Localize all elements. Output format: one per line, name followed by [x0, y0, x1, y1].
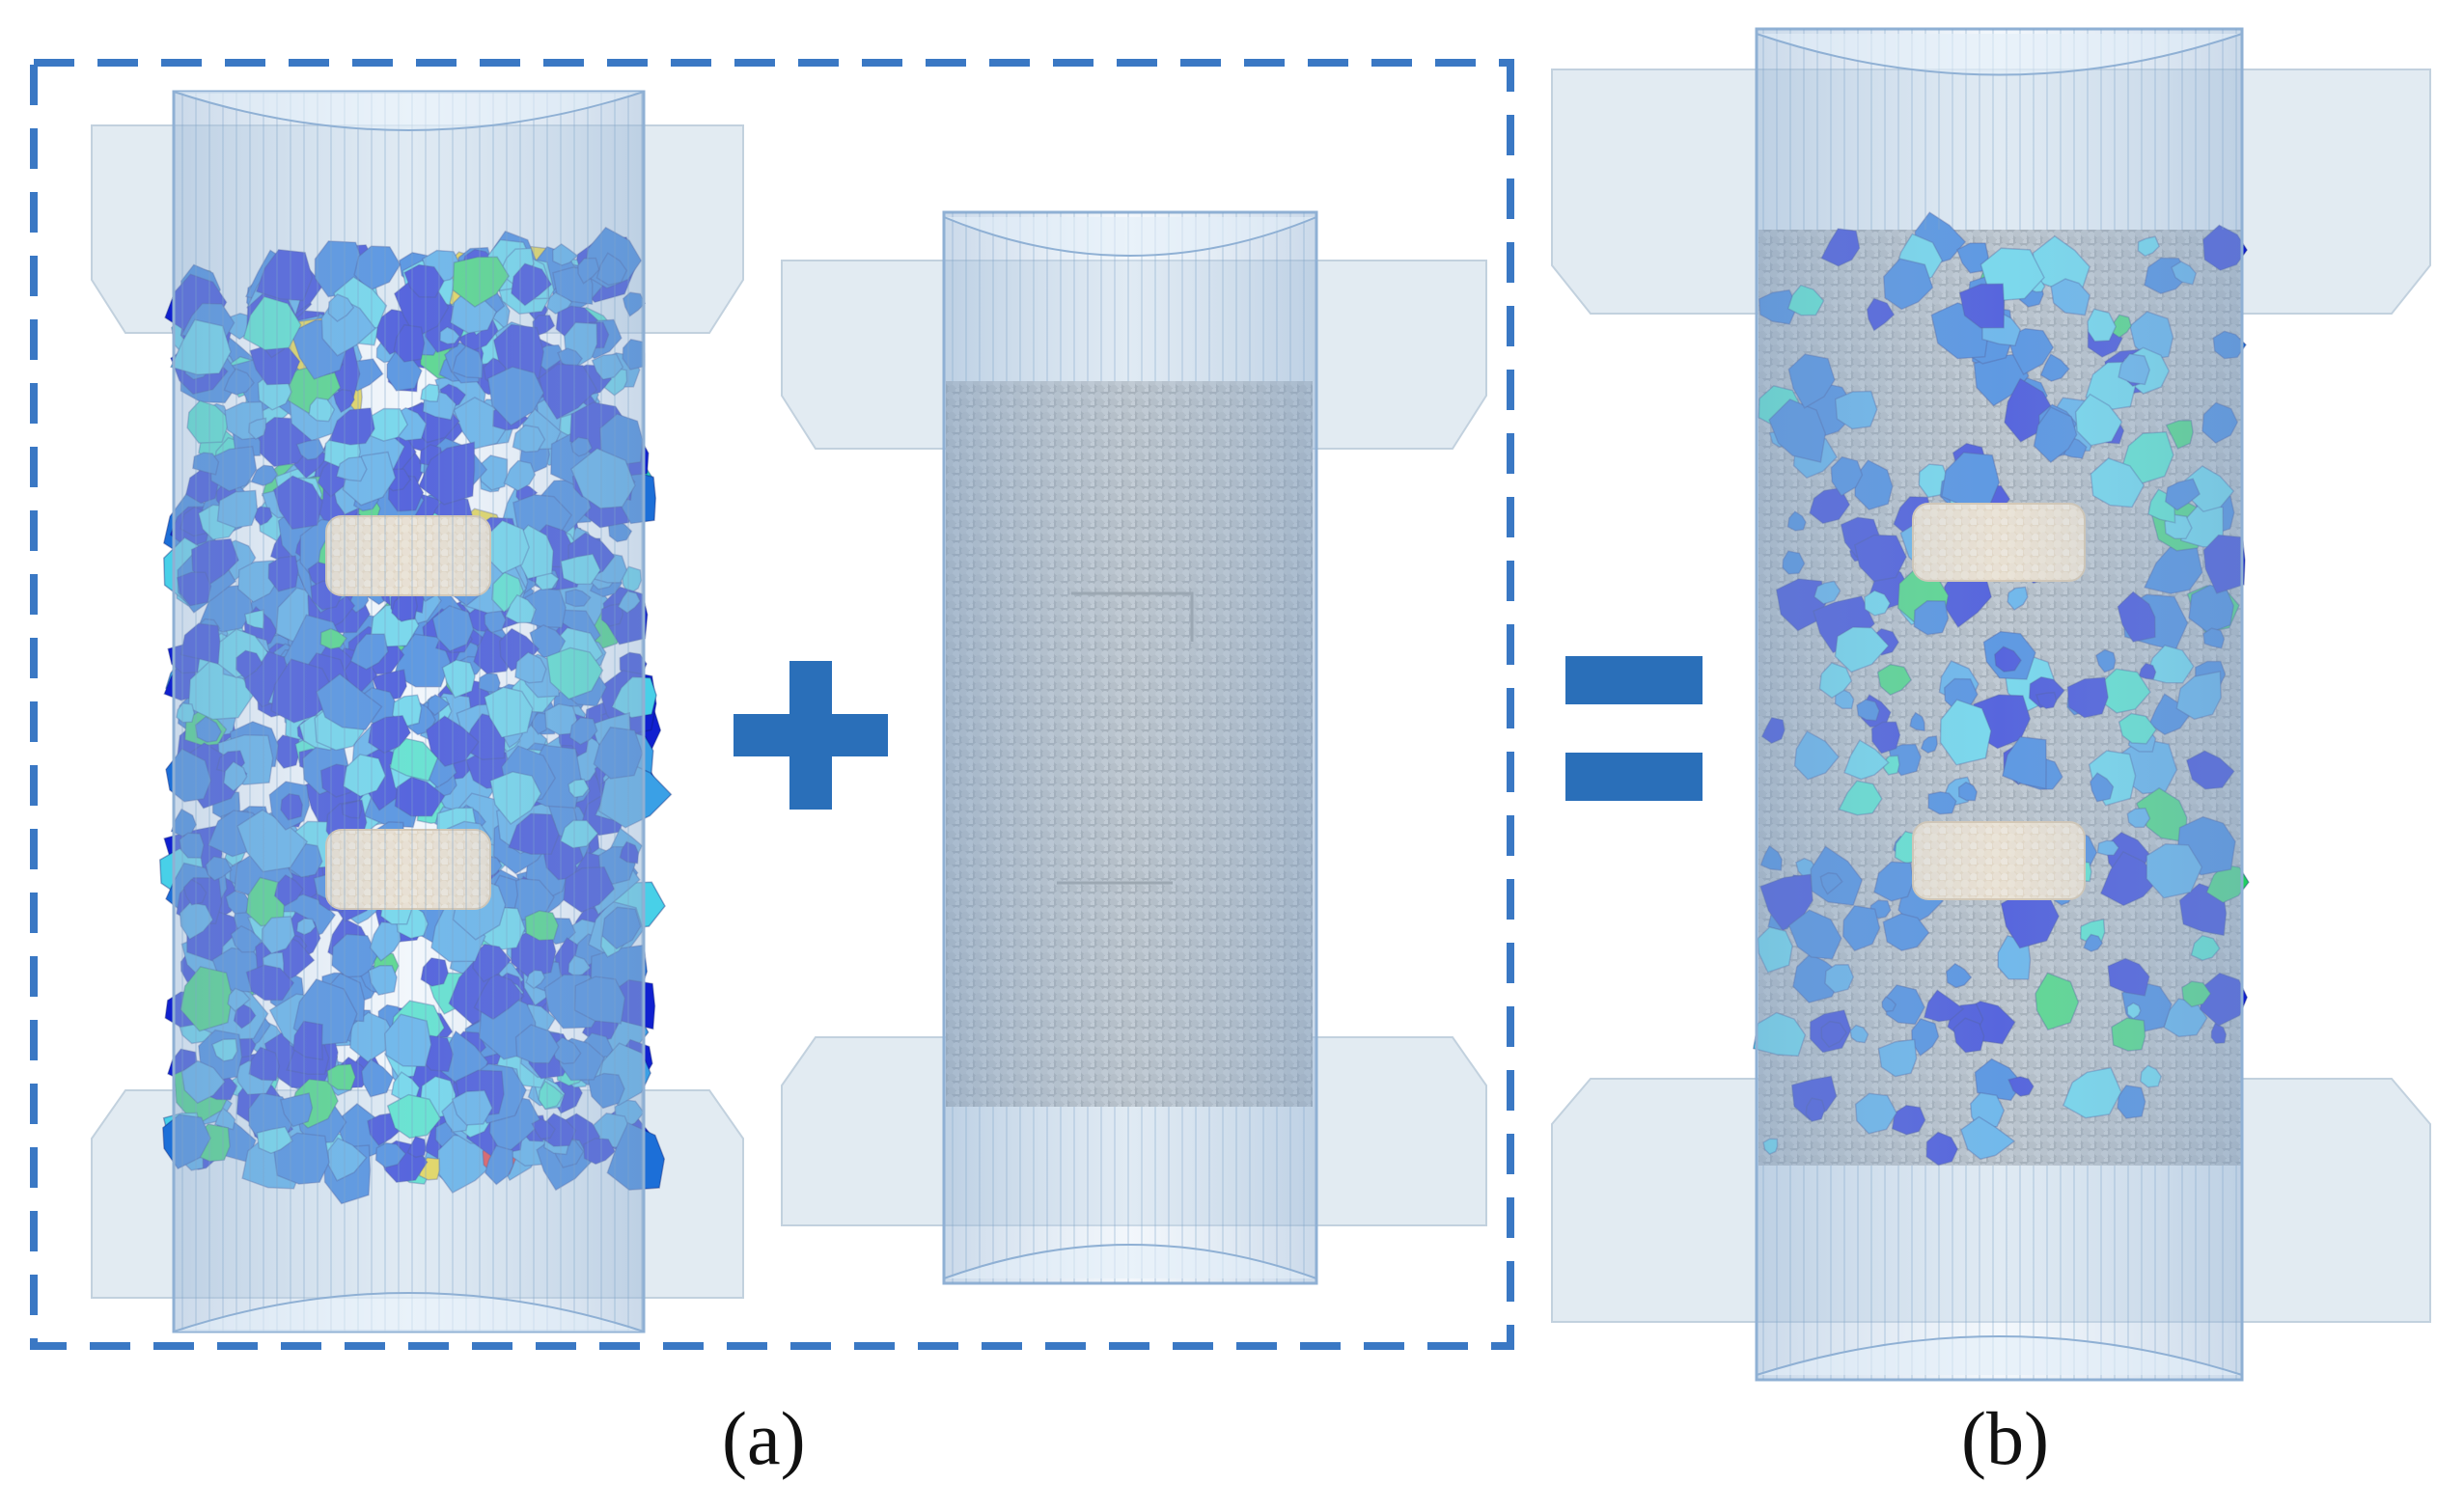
cylinder-top-cap — [173, 91, 645, 131]
plus-operator — [734, 661, 888, 810]
cylinder-bottom-cap — [943, 1244, 1317, 1279]
cylinder-shell — [1755, 27, 2244, 1382]
equals-operator — [1565, 656, 1703, 801]
cylinder-bottom-cap — [173, 1292, 645, 1332]
cylinder-top-cap — [943, 216, 1317, 257]
aggregate-specimen — [91, 90, 744, 1333]
cylinder-shell — [942, 210, 1318, 1285]
panel-a-label: (a) — [722, 1396, 806, 1480]
dashed-frame — [30, 59, 1514, 1350]
combined-specimen — [1551, 27, 2431, 1382]
cylinder-bottom-cap — [1756, 1335, 2243, 1376]
cylinder-stripes — [174, 92, 644, 1332]
cylinder-top-cap — [1756, 33, 2243, 76]
panel-b-label: (b) — [1961, 1396, 2049, 1480]
mortar-specimen — [781, 210, 1487, 1285]
